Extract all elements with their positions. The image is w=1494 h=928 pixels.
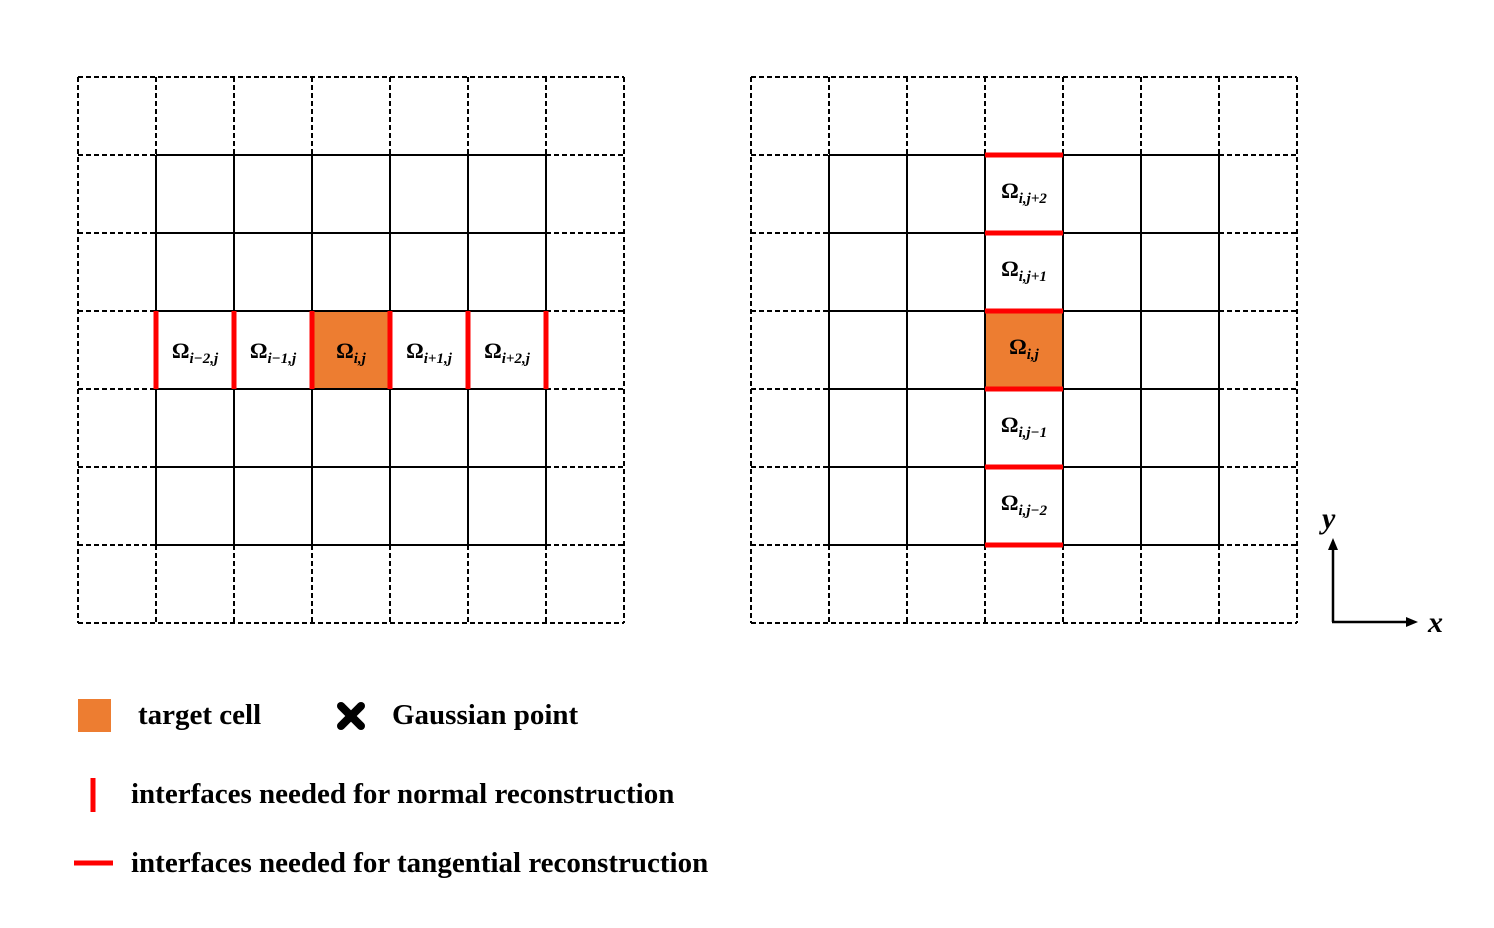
cell-label: Ωi,j [1009, 334, 1040, 363]
cell-label: Ωi,j−1 [1001, 412, 1047, 441]
legend-gaussian-point-label: Gaussian point [392, 699, 579, 731]
legend-tangential-interfaces-label: interfaces needed for tangential reconst… [131, 847, 709, 879]
legend-target-swatch [78, 699, 111, 732]
cell-label: Ωi−1,j [250, 338, 297, 367]
x-arrowhead [1406, 617, 1418, 627]
cell-label: Ωi,j+2 [1001, 178, 1047, 207]
cell-label: Ωi,j+1 [1001, 256, 1047, 285]
cell-label: Ωi+1,j [406, 338, 453, 367]
target-cell [312, 311, 390, 389]
cell-label: Ωi,j−2 [1001, 490, 1048, 519]
legend-normal-interfaces-label: interfaces needed for normal reconstruct… [131, 778, 675, 810]
coordinate-axes: y x [1319, 502, 1443, 639]
cell-label: Ωi+2,j [484, 338, 531, 367]
x-axis-label: x [1427, 606, 1443, 639]
cell-label: Ωi,j [336, 338, 367, 367]
y-axis-label: y [1319, 502, 1336, 535]
right-stencil-grid: Ωi,j+2Ωi,j+1Ωi,jΩi,j−1Ωi,j−2 [750, 76, 1298, 624]
cell-label: Ωi−2,j [172, 338, 219, 367]
y-arrowhead [1328, 538, 1338, 550]
left-stencil-grid: Ωi−2,j Ωi−1,j Ωi,j Ωi+1,j Ωi+2,j [77, 76, 625, 624]
target-cell [985, 311, 1063, 389]
gaussian-point-icon [337, 702, 365, 730]
legend-target-cell-label: target cell [138, 699, 262, 731]
